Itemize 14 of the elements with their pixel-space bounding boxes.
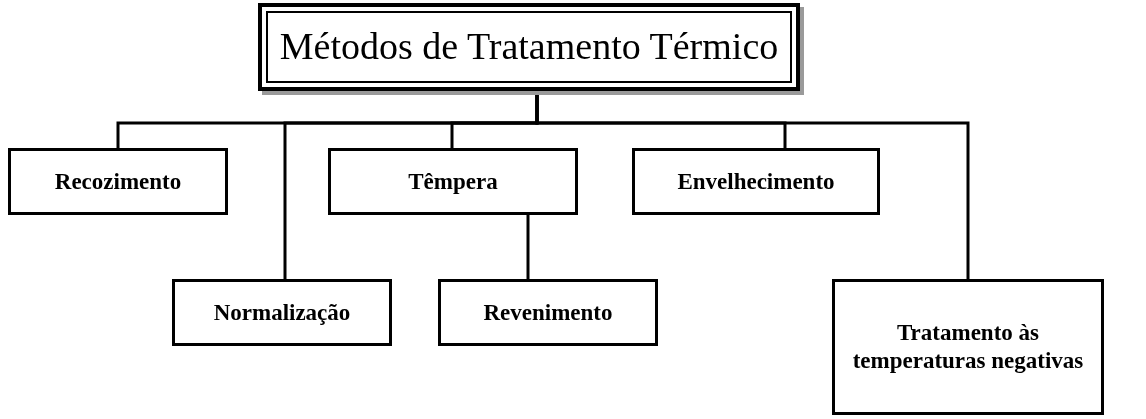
node-label: Tratamento às temperaturas negativas: [851, 319, 1085, 375]
node-label: Recozimento: [54, 167, 182, 196]
process-box: [632, 148, 880, 215]
process-box: [8, 148, 228, 215]
process-box: [328, 148, 578, 215]
node-label: Envelhecimento: [677, 167, 835, 196]
connector-line: [526, 215, 530, 279]
node-label: Revenimento: [483, 298, 613, 327]
title-text: Métodos de Tratamento Térmico: [279, 24, 779, 70]
node-label: Normalização: [213, 298, 351, 327]
node-label: Têmpera: [408, 167, 498, 196]
process-box: [832, 279, 1104, 415]
process-box: [172, 279, 392, 346]
process-box: [438, 279, 658, 346]
